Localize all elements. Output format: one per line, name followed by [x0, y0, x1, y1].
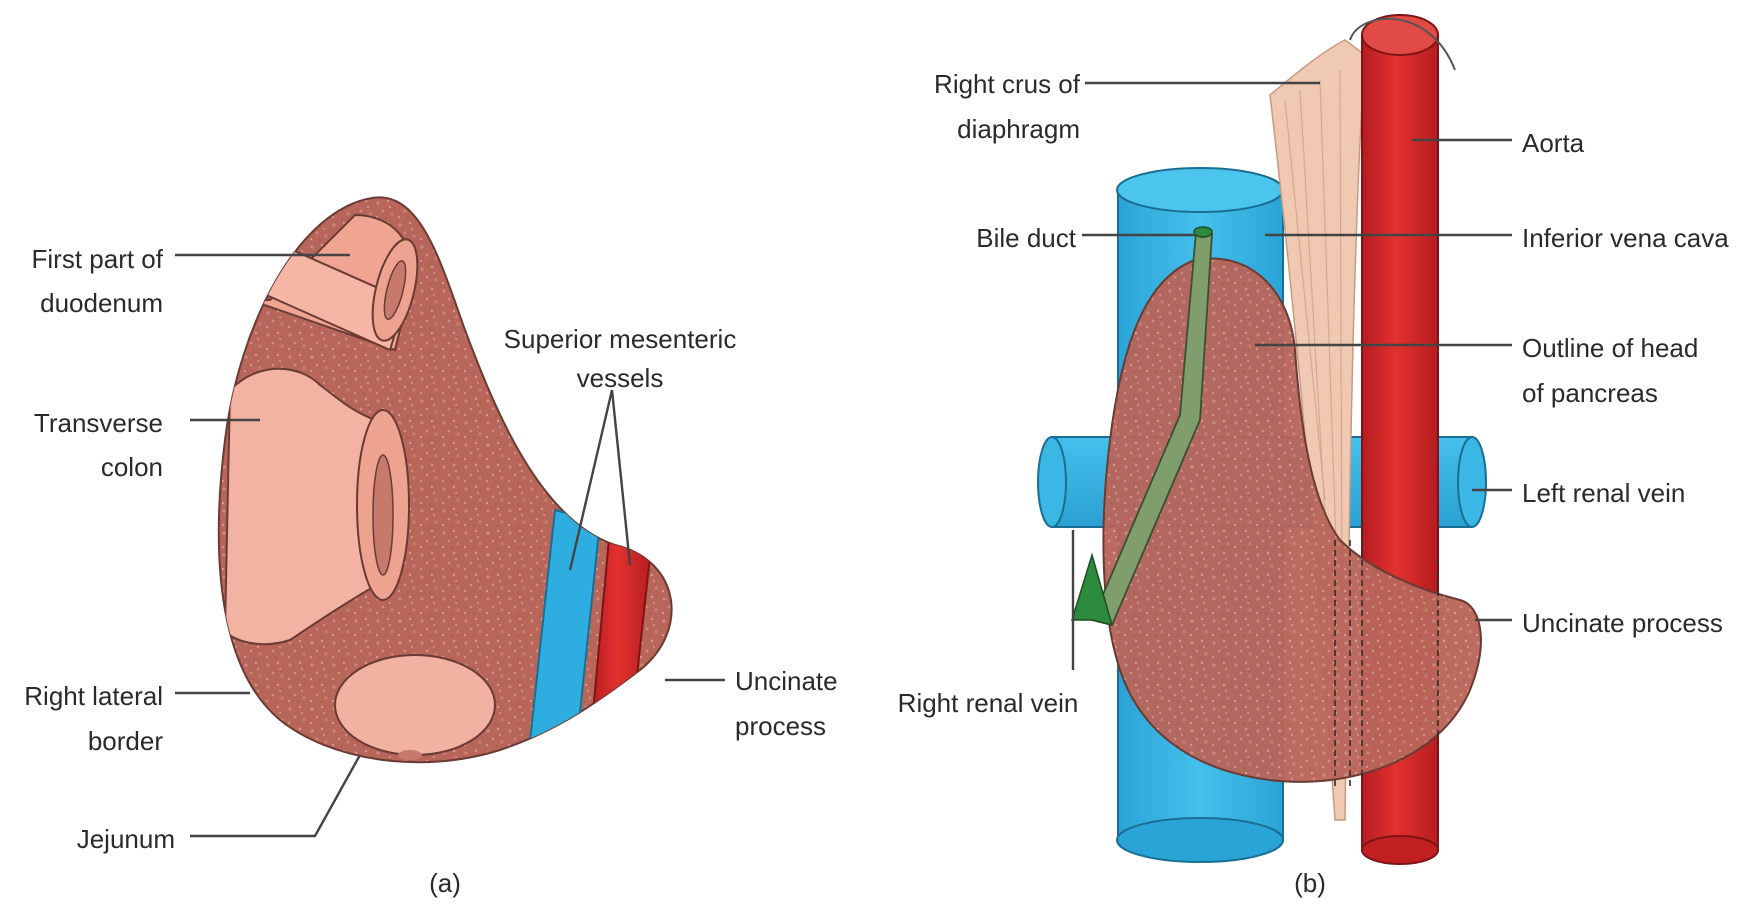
- label-transverse-colon-2: colon: [101, 452, 163, 482]
- label-outline-head-2: of pancreas: [1522, 378, 1658, 408]
- label-right-lateral-border-1: Right lateral: [24, 681, 163, 711]
- label-right-crus-1: Right crus of: [934, 69, 1081, 99]
- caption-b: (b): [1294, 868, 1326, 898]
- label-aorta: Aorta: [1522, 128, 1585, 158]
- label-jejunum: Jejunum: [77, 824, 175, 854]
- label-bile-duct: Bile duct: [976, 223, 1076, 253]
- label-right-crus-2: diaphragm: [957, 114, 1080, 144]
- figure-b: Right crus of diaphragm Bile duct Aorta …: [898, 15, 1730, 898]
- label-uncinate-a-1: Uncinate: [735, 666, 838, 696]
- figure-a: First part of duodenum Transverse colon …: [24, 197, 837, 898]
- leader-jejunum: [190, 755, 360, 836]
- label-right-lateral-border-2: border: [88, 726, 163, 756]
- label-ivc: Inferior vena cava: [1522, 223, 1729, 253]
- label-right-renal-vein: Right renal vein: [898, 688, 1079, 718]
- label-uncinate-a-2: process: [735, 711, 826, 741]
- label-first-part-duodenum-1: First part of: [32, 244, 164, 274]
- jejunum-shape: [335, 655, 495, 755]
- leader-sma: [612, 390, 630, 565]
- label-uncinate-b: Uncinate process: [1522, 608, 1723, 638]
- label-superior-mesenteric-2: vessels: [577, 363, 664, 393]
- label-first-part-duodenum-2: duodenum: [40, 288, 163, 318]
- caption-a: (a): [429, 868, 461, 898]
- label-transverse-colon-1: Transverse: [34, 408, 163, 438]
- label-outline-head-1: Outline of head: [1522, 333, 1698, 363]
- label-superior-mesenteric-1: Superior mesenteric: [504, 324, 737, 354]
- label-left-renal-vein: Left renal vein: [1522, 478, 1685, 508]
